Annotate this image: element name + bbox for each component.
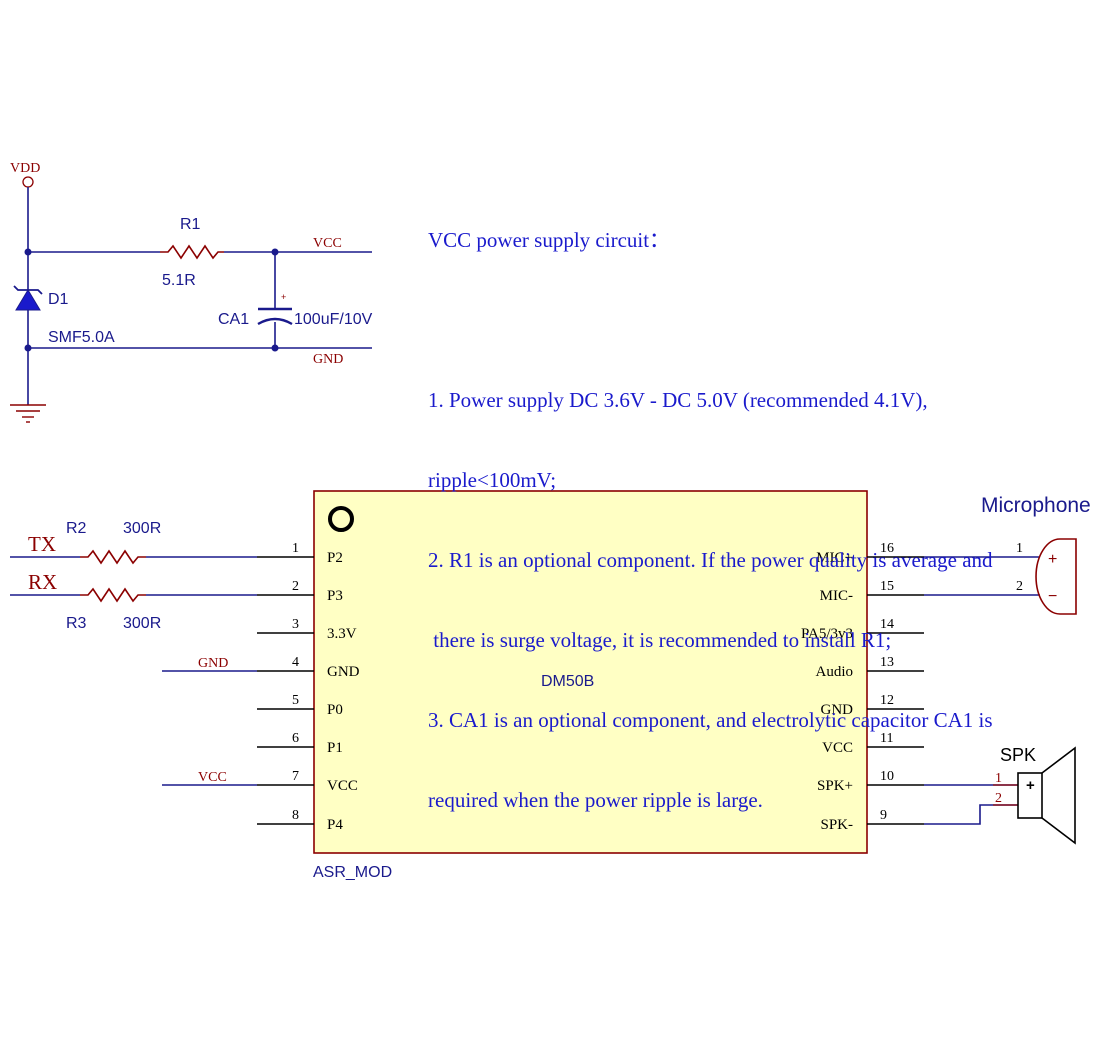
pin-number: 10 — [880, 769, 894, 784]
spk-pin-lines — [993, 784, 1018, 806]
pin-name: P3 — [327, 588, 343, 604]
vcc-net-label: VCC — [313, 236, 342, 251]
ca1-polarity: + — [281, 292, 286, 302]
pin-number: 16 — [880, 541, 894, 556]
rx-label: RX — [28, 570, 57, 594]
ca1-capacitor-symbol — [257, 307, 293, 326]
pin-name: SPK+ — [817, 778, 853, 794]
pin-name: VCC — [327, 778, 358, 794]
power-supply-notes: VCC power supply circuit： 1. Power suppl… — [428, 174, 1108, 841]
r2-resistor-symbol — [80, 549, 146, 565]
pin-name: MIC+ — [816, 550, 853, 566]
ca1-value: 100uF/10V — [294, 311, 373, 328]
notes-line: required when the power ripple is large. — [428, 788, 763, 813]
left-pin-lines — [257, 556, 314, 825]
pin-number: 1 — [292, 541, 299, 556]
pin-number: 4 — [292, 655, 299, 670]
notes-line: 1. Power supply DC 3.6V - DC 5.0V (recom… — [428, 387, 928, 412]
pin-number: 9 — [880, 808, 887, 823]
module-designator: ASR_MOD — [313, 864, 392, 881]
pin-name: P1 — [327, 740, 343, 756]
speaker-circuit: SPK 1 2 + — [924, 745, 1076, 845]
right-pin-names: MIC+ MIC- PA5/3v3 Audio GND VCC SPK+ SPK… — [801, 550, 853, 833]
r2-ref: R2 — [66, 520, 87, 537]
gnd-net-label: GND — [198, 656, 228, 671]
microphone-circuit: Microphone 1 2 + − — [924, 494, 1091, 615]
pin-name: GND — [821, 702, 854, 718]
power-supply-circuit: VDD R1 5.1R D1 SMF5.0A — [10, 161, 373, 423]
left-pin-names: P2 P3 3.3V GND P0 P1 VCC P4 — [327, 550, 360, 833]
ground-icon — [10, 404, 46, 423]
vdd-label: VDD — [10, 161, 40, 176]
notes-line: ripple<100mV; — [428, 468, 557, 493]
pin-name: P2 — [327, 550, 343, 566]
pin-number: 11 — [880, 731, 893, 746]
pin-number: 8 — [292, 808, 299, 823]
pin-name: GND — [327, 664, 360, 680]
right-pin-lines — [867, 556, 924, 825]
pin-number: 2 — [292, 579, 299, 594]
spk-pin2: 2 — [995, 791, 1002, 806]
notes-title: VCC power supply circuit： — [428, 228, 671, 253]
pin-number: 3 — [292, 617, 299, 632]
pin-number: 7 — [292, 769, 299, 784]
pin-name: SPK- — [820, 817, 853, 833]
notes-spacer — [428, 308, 1108, 334]
r3-ref: R3 — [66, 615, 87, 632]
mic-pin1: 1 — [1016, 541, 1023, 556]
uart-wires — [10, 556, 257, 786]
asr-module: DM50B ASR_MOD 1 2 3 — [257, 490, 924, 881]
module-name: DM50B — [541, 673, 594, 690]
pin-name: VCC — [822, 740, 853, 756]
microphone-icon: + − — [1035, 538, 1077, 615]
mic-minus: − — [1048, 588, 1057, 605]
r2-value: 300R — [123, 520, 161, 537]
d1-ref: D1 — [48, 291, 69, 308]
spk-label: SPK — [1000, 745, 1036, 765]
module-body — [313, 490, 868, 854]
vdd-terminal — [22, 176, 34, 188]
notes-line: 2. R1 is an optional component. If the p… — [428, 548, 993, 573]
pin-name: PA5/3v3 — [801, 626, 853, 642]
pin-name: 3.3V — [327, 626, 357, 642]
junction-dots — [24, 248, 279, 352]
mic-wires — [924, 556, 1040, 596]
notes-line: 3. CA1 is an optional component, and ele… — [428, 708, 993, 733]
spk-plus: + — [1026, 777, 1035, 794]
pin-name: MIC- — [820, 588, 853, 604]
pin1-marker-icon — [328, 506, 354, 532]
pin-number: 13 — [880, 655, 894, 670]
pin-name: Audio — [816, 664, 854, 680]
tx-label: TX — [28, 532, 56, 556]
mic-pin2: 2 — [1016, 579, 1023, 594]
gnd-net-label: GND — [313, 352, 343, 367]
d1-diode-symbol — [13, 285, 43, 311]
pin-number: 6 — [292, 731, 299, 746]
left-pin-numbers: 1 2 3 4 5 6 7 8 — [292, 541, 299, 823]
vcc-net-label: VCC — [198, 770, 227, 785]
d1-value: SMF5.0A — [48, 329, 115, 346]
spk-pin1: 1 — [995, 771, 1002, 786]
r1-ref: R1 — [180, 216, 201, 233]
pin-number: 12 — [880, 693, 894, 708]
pin-number: 15 — [880, 579, 894, 594]
r1-value: 5.1R — [162, 272, 196, 289]
mic-plus: + — [1048, 551, 1057, 568]
pin-name: P0 — [327, 702, 343, 718]
uart-circuit: TX RX R2 300R R3 300R GND VCC — [10, 520, 257, 786]
power-wires — [27, 187, 372, 405]
r1-resistor-symbol — [160, 244, 224, 260]
pin-number: 14 — [880, 617, 894, 632]
speaker-icon — [1017, 746, 1076, 845]
right-pin-numbers: 16 15 14 13 12 11 10 9 — [880, 541, 894, 823]
ca1-ref: CA1 — [218, 311, 249, 328]
notes-line: there is surge voltage, it is recommende… — [428, 628, 892, 653]
mic-label: Microphone — [981, 494, 1091, 517]
r3-resistor-symbol — [80, 587, 146, 603]
r3-value: 300R — [123, 615, 161, 632]
pin-number: 5 — [292, 693, 299, 708]
pin-name: P4 — [327, 817, 343, 833]
